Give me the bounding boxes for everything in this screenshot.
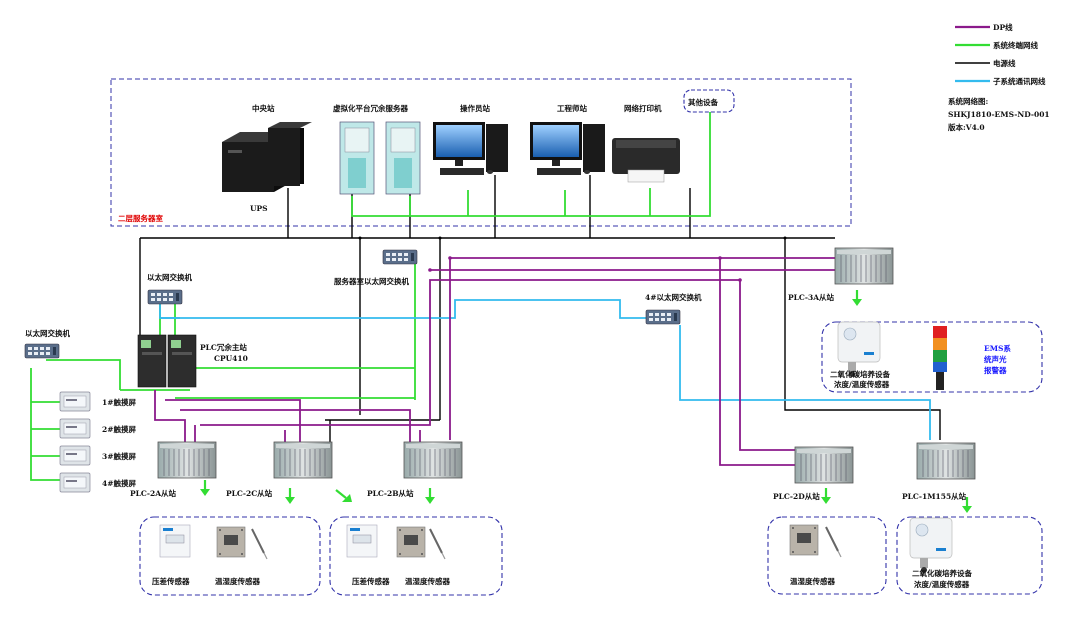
ems-alarm-label-2: 统声光 <box>984 354 1007 364</box>
g2-label-a: 压差传感器 <box>352 576 390 586</box>
doc-info: 系统网络图: SHKJ1810-EMS-ND-001 版本:V4.0 <box>947 96 1050 132</box>
touch-panel-2 <box>59 418 91 439</box>
server-room-title: 二层服务器室 <box>118 213 163 223</box>
virtual-server-label: 虚拟化平台冗余服务器 <box>333 103 408 113</box>
ups-device <box>222 122 312 192</box>
server-room-switch-label: 服务器室以太网交换机 <box>334 276 409 286</box>
g2-probe <box>429 528 446 560</box>
legend-power: 电源线 <box>993 58 1016 68</box>
server-b <box>385 121 421 195</box>
touch-panel-1-label: 1#触摸屏 <box>102 397 137 407</box>
operator-pc <box>433 122 508 175</box>
g5-label-2: 浓度/温度传感器 <box>914 579 970 589</box>
g1-label-b: 温湿度传感器 <box>215 576 260 586</box>
g2-label-b: 温湿度传感器 <box>405 576 450 586</box>
switch-4f <box>645 309 681 325</box>
g3-probe <box>825 526 842 558</box>
legend-sub: 子系统通讯网线 <box>993 76 1046 86</box>
eth-switch-a <box>147 289 183 305</box>
ems-co2-label-2: 浓度/温度传感器 <box>834 379 890 389</box>
plc-2b-arrow-b <box>335 489 352 502</box>
doc-info-line2: SHKJ1810-EMS-ND-001 <box>948 110 1050 119</box>
g1-label-a: 压差传感器 <box>152 576 190 586</box>
plc-2a-label: PLC-2A从站 <box>130 488 177 498</box>
eth-switch-b-label: 以太网交换机 <box>25 328 70 338</box>
legend-term: 系统终端网线 <box>993 40 1038 50</box>
plc-2b-label: PLC-2B从站 <box>367 488 414 498</box>
plc-1m-rack <box>916 442 976 480</box>
server-room-switch <box>382 249 418 265</box>
plc-2c-rack <box>273 441 333 479</box>
sensor-group-5 <box>896 516 1043 595</box>
plc-3a-rack <box>834 247 894 285</box>
eth-switch-a-label: 以太网交换机 <box>147 272 192 282</box>
g3-temp-sensor <box>789 524 819 556</box>
other-devices-label: 其他设备 <box>688 97 718 107</box>
g1-pressure-sensor <box>159 524 191 558</box>
g2-pressure-sensor <box>346 524 378 558</box>
plc-master <box>137 334 197 388</box>
network-printer-label: 网络打印机 <box>624 103 662 113</box>
touch-panel-3 <box>59 445 91 466</box>
network-printer <box>612 138 680 183</box>
eth-switch-b <box>24 343 60 359</box>
plc-2c-label: PLC-2C从站 <box>226 488 273 498</box>
plc-2c-arrow <box>283 486 297 506</box>
g1-temp-sensor <box>216 526 246 558</box>
ems-alarm-label-3: 报警器 <box>984 365 1007 375</box>
touch-panel-2-label: 2#触摸屏 <box>102 424 137 434</box>
g5-co2-sensor <box>909 517 953 574</box>
alarm-light-icon <box>933 326 947 390</box>
g2-temp-sensor <box>396 526 426 558</box>
touch-panel-1 <box>59 391 91 412</box>
ups-label: UPS <box>250 204 268 213</box>
ems-co2-sensor <box>837 321 881 378</box>
plc-master-label-1: PLC冗余主站 <box>200 342 247 352</box>
central-station-label: 中央站 <box>252 103 275 113</box>
server-room-frame <box>110 78 852 227</box>
plc-2a-rack <box>157 441 217 479</box>
junction-dots <box>428 256 742 282</box>
subsystem-lines <box>159 299 931 440</box>
legend-dp: DP线 <box>993 22 1013 32</box>
touch-panel-3-label: 3#触摸屏 <box>102 451 137 461</box>
server-a <box>339 121 375 195</box>
ems-co2-label-1: 二氧化碳培养设备 <box>830 369 890 379</box>
sensor-group-2 <box>329 516 503 596</box>
plc-master-label-2: CPU410 <box>214 354 248 363</box>
g1-probe <box>251 528 268 560</box>
plc-2b-rack <box>403 441 463 479</box>
ems-alarm-label-1: EMS系 <box>984 343 1011 353</box>
legend: DP线 系统终端网线 电源线 子系统通讯网线 <box>955 22 1046 86</box>
plc-3a-arrow <box>850 288 864 308</box>
power-lines <box>139 175 941 443</box>
doc-info-line3: 版本:V4.0 <box>947 122 985 132</box>
plc-2d-rack <box>794 446 854 484</box>
sensor-group-1 <box>139 516 321 596</box>
power-junctions <box>358 236 787 240</box>
ems-group <box>821 321 1043 393</box>
engineer-station-label: 工程师站 <box>557 103 587 113</box>
plc-1m-label: PLC-1M155从站 <box>902 491 967 501</box>
plc-2b-arrow-a <box>423 486 437 506</box>
plc-2d-arrow <box>819 486 833 506</box>
sensor-group-3 <box>767 516 887 595</box>
g3-label-a: 温湿度传感器 <box>790 576 835 586</box>
touch-panel-4 <box>59 472 91 493</box>
other-devices-box: 其他设备 <box>683 89 735 113</box>
touch-panel-4-label: 4#触摸屏 <box>102 478 137 488</box>
plc-3a-label: PLC-3A从站 <box>788 292 835 302</box>
switch-4f-label: 4#以太网交换机 <box>645 292 702 302</box>
operator-station-label: 操作员站 <box>460 103 490 113</box>
dp-lines <box>154 257 851 466</box>
plc-2d-label: PLC-2D从站 <box>773 491 820 501</box>
doc-info-line1: 系统网络图: <box>948 96 988 106</box>
engineer-pc <box>530 122 605 175</box>
g5-label-1: 二氧化碳培养设备 <box>912 568 972 578</box>
plc-2a-arrow <box>198 478 212 498</box>
